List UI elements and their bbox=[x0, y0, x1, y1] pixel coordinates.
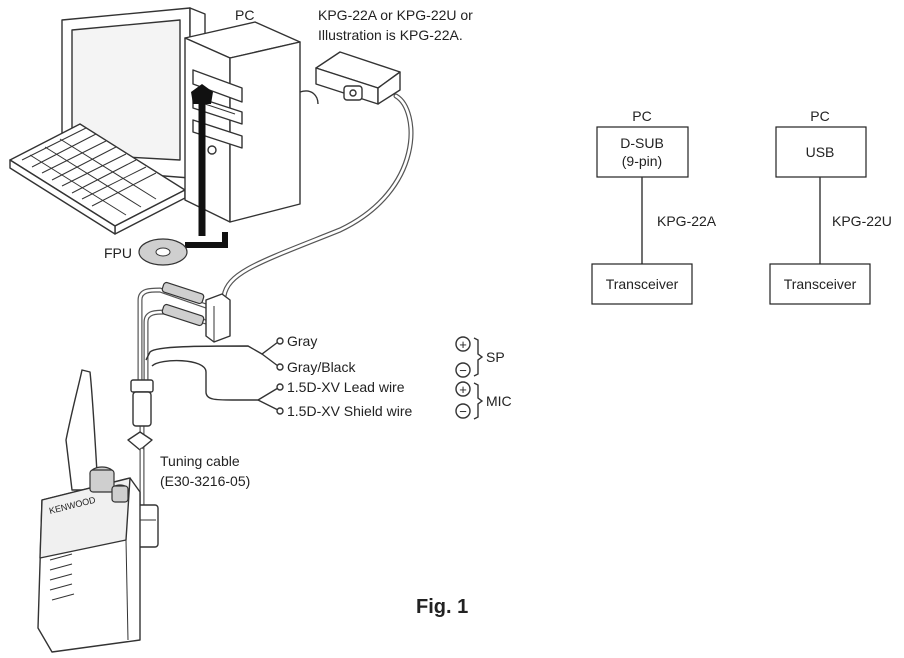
cable-junction bbox=[137, 281, 231, 387]
tuning-cable-part: (E30-3216-05) bbox=[160, 473, 250, 489]
minus-symbol: − bbox=[459, 363, 467, 378]
sp-label: SP bbox=[486, 349, 505, 365]
port-detail: (9-pin) bbox=[622, 153, 662, 169]
transceiver-box bbox=[591, 263, 693, 305]
port-box bbox=[596, 126, 689, 178]
wire-gray-label: Gray bbox=[287, 333, 317, 349]
mic-brace bbox=[473, 382, 484, 420]
cable-label: KPG-22U bbox=[832, 213, 892, 229]
cd-disc-illustration bbox=[138, 238, 188, 266]
port-box bbox=[775, 126, 867, 178]
sp-brace bbox=[473, 337, 484, 377]
transceiver-illustration: KENWOOD bbox=[37, 369, 141, 653]
cable-note-line1: KPG-22A or KPG-22U or bbox=[318, 7, 473, 23]
figure-caption: Fig. 1 bbox=[416, 596, 468, 618]
wire-harness bbox=[145, 337, 284, 415]
plus-symbol: + bbox=[459, 382, 467, 397]
cable-label: KPG-22A bbox=[657, 213, 717, 229]
programming-cable bbox=[221, 51, 414, 299]
tuning-cable-label: Tuning cable bbox=[160, 453, 240, 469]
minus-symbol: − bbox=[459, 404, 467, 419]
wire-shield-label: 1.5D-XV Shield wire bbox=[287, 403, 412, 419]
wire-lead-label: 1.5D-XV Lead wire bbox=[287, 379, 405, 395]
transceiver-label: Transceiver bbox=[606, 276, 679, 292]
port-name: D-SUB bbox=[620, 135, 664, 151]
block-pc-label: PC bbox=[632, 108, 651, 124]
cable-note-line2: Illustration is KPG-22A. bbox=[318, 27, 463, 43]
wire-gray-black-label: Gray/Black bbox=[287, 359, 356, 375]
pc-label: PC bbox=[235, 7, 254, 23]
connection-block-dsub: PC D-SUB (9-pin) KPG-22A Transceiver bbox=[591, 108, 717, 305]
plus-symbol: + bbox=[459, 337, 467, 352]
block-pc-label: PC bbox=[810, 108, 829, 124]
transceiver-box bbox=[769, 263, 871, 305]
fpu-label: FPU bbox=[104, 245, 132, 261]
transceiver-label: Transceiver bbox=[784, 276, 857, 292]
mic-label: MIC bbox=[486, 393, 512, 409]
keyboard-illustration bbox=[9, 123, 186, 235]
polarity-symbols: + − + − bbox=[455, 336, 471, 419]
connection-block-usb: PC USB KPG-22U Transceiver bbox=[769, 108, 892, 305]
insert-arrow bbox=[185, 84, 228, 248]
port-name: USB bbox=[806, 144, 835, 160]
